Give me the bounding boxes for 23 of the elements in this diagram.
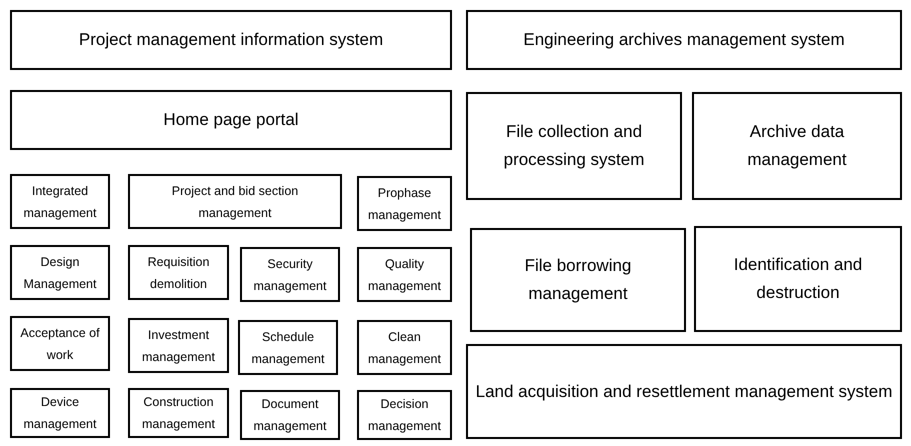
module-box: File borrowing management <box>470 228 686 332</box>
module-box: Construction management <box>128 388 229 438</box>
module-box: Project and bid section management <box>128 174 342 229</box>
module-box: Engineering archives management system <box>466 10 902 70</box>
module-box: Prophase management <box>357 176 452 231</box>
module-box: File collection and processing system <box>466 92 682 200</box>
module-box: Investment management <box>128 318 229 373</box>
module-box: Device management <box>10 388 110 438</box>
module-box: Quality management <box>357 247 452 302</box>
module-box: Document management <box>240 390 340 440</box>
module-box: Integrated management <box>10 174 110 229</box>
module-box: Schedule management <box>238 320 338 375</box>
module-box: Requisition demolition <box>128 245 229 300</box>
module-box: Clean management <box>357 320 452 375</box>
module-box: Design Management <box>10 245 110 300</box>
module-box: Project management information system <box>10 10 452 70</box>
module-box: Home page portal <box>10 90 452 150</box>
module-box: Decision management <box>357 390 452 440</box>
module-box: Identification and destruction <box>694 226 902 332</box>
module-box: Land acquisition and resettlement management system <box>466 344 902 439</box>
module-box: Archive data management <box>692 92 902 200</box>
module-box: Security management <box>240 247 340 302</box>
module-box: Acceptance of work <box>10 316 110 371</box>
